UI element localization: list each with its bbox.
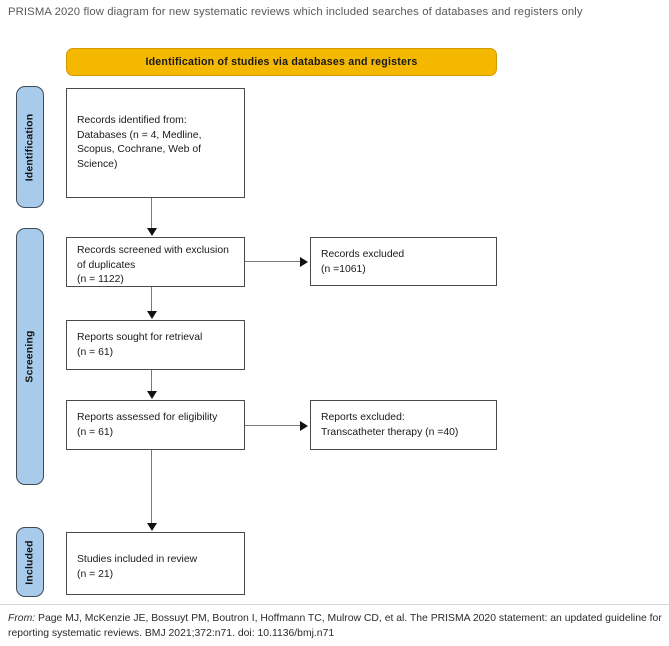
box-records-screened: Records screened with exclusion of dupli… <box>66 237 245 287</box>
stage-label-screening: Screening <box>16 228 44 485</box>
reports-assessed-line-1: Reports assessed for eligibility <box>77 412 218 423</box>
reports-excluded-reason: Transcatheter therapy (n =40) <box>321 426 459 438</box>
records-identified-line-2: Databases (n = 4, Medline, <box>77 129 202 141</box>
reports-assessed-count: (n = 61) <box>77 426 114 438</box>
box-reports-assessed-for-eligibility: Reports assessed for eligibility (n = 61… <box>66 400 245 450</box>
records-screened-count: (n = 1122) <box>77 274 124 286</box>
records-identified-line-3: Scopus, Cochrane, Web of <box>77 144 201 156</box>
records-screened-line-2: of duplicates <box>77 259 136 271</box>
connector-screened-to-sought <box>151 287 153 313</box>
connector-sought-to-assessed <box>151 370 153 393</box>
stage-label-included: Included <box>16 527 44 597</box>
section-banner-identification: Identification of studies via databases … <box>66 48 497 76</box>
box-records-excluded: Records excluded (n =1061) <box>310 237 497 286</box>
connector-identified-to-screened <box>151 198 153 230</box>
box-reports-excluded: Reports excluded: Transcatheter therapy … <box>310 400 497 450</box>
arrow-down-icon <box>147 228 157 236</box>
reports-sought-line-1: Reports sought for retrieval <box>77 332 203 343</box>
arrow-down-icon <box>147 523 157 531</box>
citation-from-label: From: <box>8 613 36 624</box>
stage-label-identification: Identification <box>16 86 44 208</box>
records-screened-line-1: Records screened with exclusion <box>77 245 229 256</box>
box-records-identified: Records identified from: Databases (n = … <box>66 88 245 198</box>
citation-line-1: Page MJ, McKenzie JE, Bossuyt PM, Boutro… <box>38 613 603 624</box>
records-identified-line-4: Science) <box>77 158 118 170</box>
arrow-down-icon <box>147 391 157 399</box>
citation-line-2: guideline for reporting systematic revie… <box>8 613 662 639</box>
records-excluded-count: (n =1061) <box>321 263 366 275</box>
connector-assessed-to-reports-excluded <box>245 425 302 427</box>
stage-label-included-text: Included <box>24 539 36 585</box>
stage-label-screening-text: Screening <box>24 330 36 383</box>
box-reports-sought-for-retrieval: Reports sought for retrieval (n = 61) <box>66 320 245 370</box>
reports-sought-count: (n = 61) <box>77 346 114 358</box>
records-excluded-line-1: Records excluded <box>321 249 405 260</box>
arrow-right-icon <box>300 421 308 431</box>
arrow-right-icon <box>300 257 308 267</box>
connector-screened-to-records-excluded <box>245 261 302 263</box>
stage-label-identification-text: Identification <box>24 113 36 181</box>
studies-included-count: (n = 21) <box>77 568 114 580</box>
box-studies-included-in-review: Studies included in review (n = 21) <box>66 532 245 595</box>
prisma-flow-diagram: Identification of studies via databases … <box>16 48 497 597</box>
footer-citation: From: Page MJ, McKenzie JE, Bossuyt PM, … <box>8 612 663 641</box>
records-identified-line-1: Records identified from: <box>77 115 187 126</box>
footer-divider <box>0 604 669 605</box>
reports-excluded-line-1: Reports excluded: <box>321 412 405 423</box>
studies-included-line-1: Studies included in review <box>77 554 198 565</box>
connector-assessed-to-included <box>151 450 153 525</box>
arrow-down-icon <box>147 311 157 319</box>
page-title: PRISMA 2020 flow diagram for new systema… <box>8 6 583 18</box>
